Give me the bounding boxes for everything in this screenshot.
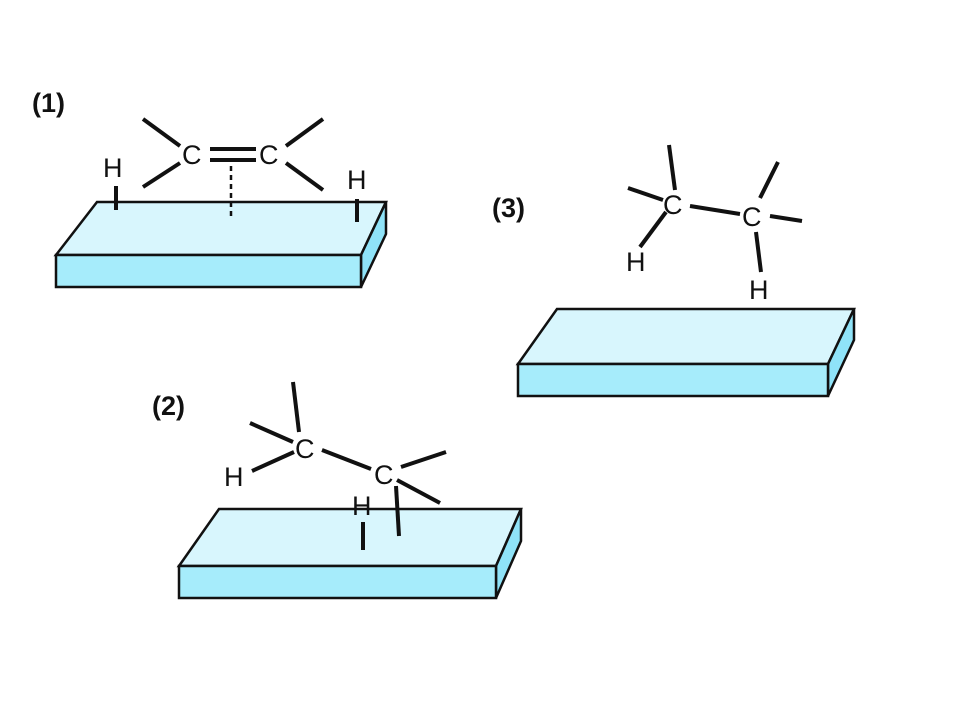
panel-1-c2-substituent-lower <box>284 161 325 192</box>
panel-3: (3) C C H H <box>492 144 856 398</box>
panel-2-c2-surface-bond <box>394 485 401 537</box>
panel-3-c1-h-bond <box>638 210 668 249</box>
panel-2-c2-substituent-lower <box>396 478 441 505</box>
panel-3-carbon-1: C <box>663 190 683 220</box>
panel-2-catalyst-slab <box>176 507 523 600</box>
panel-1-slab-front <box>54 253 363 289</box>
panel-3-carbon-2: C <box>742 202 762 232</box>
panel-3-hydrogen-1: H <box>626 247 646 277</box>
panel-1-c1-substituent-upper <box>141 117 182 148</box>
panel-3-slab-top <box>515 307 856 366</box>
panel-2-slab-top <box>176 507 523 568</box>
panel-2-c1-substituent-left <box>249 421 294 444</box>
panel-3-label: (3) <box>492 193 525 223</box>
panel-2-carbon-2: C <box>374 460 394 490</box>
panel-3-c1-substituent-left <box>627 186 664 202</box>
panel-1-slab-top <box>53 200 388 257</box>
panel-3-hydrogen-2: H <box>749 275 769 305</box>
panel-3-c2-substituent-up <box>758 161 780 199</box>
panel-1-c2-substituent-upper <box>284 117 325 148</box>
panel-1-hydrogen-left: H <box>103 153 123 183</box>
panel-1-hydrogen-right: H <box>347 165 367 195</box>
panel-2-slab-front <box>177 564 498 600</box>
panel-1-label: (1) <box>32 88 65 118</box>
panel-3-c2-h-bond <box>754 231 763 273</box>
panel-1-c1-substituent-lower <box>141 161 182 189</box>
panel-2-c1-substituent-up <box>291 381 301 433</box>
panel-1-carbon-2: C <box>259 140 279 170</box>
panel-2-c2-substituent-right <box>400 450 447 469</box>
panel-3-c1-substituent-up <box>667 144 677 191</box>
panel-3-catalyst-slab <box>515 307 856 398</box>
panel-2-c1-c2-bond <box>321 448 372 471</box>
panel-3-slab-front <box>516 362 830 398</box>
panel-1: (1) H H C C <box>32 88 388 289</box>
panel-2-hydrogen-2: H <box>352 491 372 521</box>
panel-2-carbon-1: C <box>295 434 315 464</box>
panel-2-hydrogen-1: H <box>224 462 244 492</box>
panel-3-c1-c2-bond <box>689 204 741 216</box>
panel-2-label: (2) <box>152 391 185 421</box>
panel-2: (2) C C H H <box>152 381 523 600</box>
panel-3-c2-substituent-right <box>769 214 803 223</box>
panel-2-c1-h-bond <box>251 450 295 473</box>
panel-1-catalyst-slab <box>53 200 388 289</box>
panel-1-carbon-1: C <box>182 140 202 170</box>
